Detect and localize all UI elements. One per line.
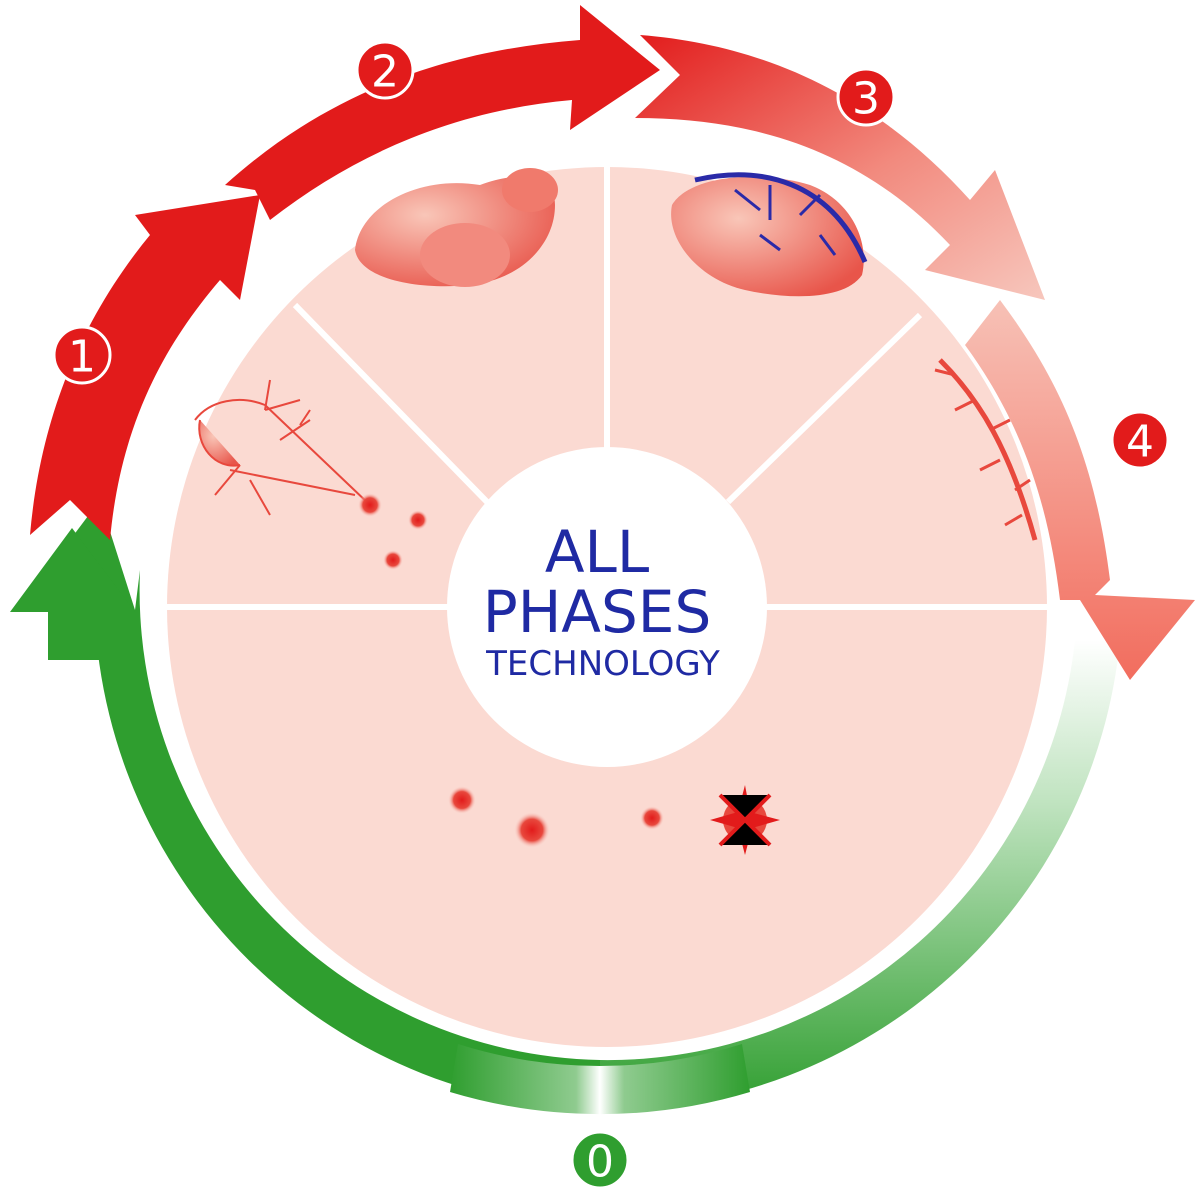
- wedge-illustration-blood-vessel: [934, 358, 1038, 541]
- phase-number-4: 4: [1126, 417, 1154, 468]
- phase-number-0: 0: [586, 1137, 614, 1188]
- spiky-cell: [710, 785, 780, 855]
- wedge-illustration-tissue-lump: [355, 168, 558, 287]
- phase-number-1: 1: [68, 332, 96, 383]
- phase-number-3: 3: [852, 74, 880, 125]
- wedge-illustration-vascularized-tumor: [671, 172, 868, 297]
- center-title-line2: PHASES: [483, 578, 712, 646]
- phase-badge-4: 4: [1110, 410, 1170, 470]
- center-title-line1: ALL: [545, 518, 649, 586]
- wedge-illustration-neuron: [194, 379, 428, 570]
- green-arrow-phase-0: [10, 500, 1120, 1115]
- center-label: ALL PHASES TECHNOLOGY: [447, 447, 767, 767]
- red-arrows-phases-1-4: [30, 5, 1195, 680]
- phase-badge-0: 0: [570, 1130, 630, 1189]
- wedge-illustration-cells: [448, 785, 780, 855]
- center-title-line3: TECHNOLOGY: [485, 644, 720, 684]
- phase-number-2: 2: [371, 47, 399, 98]
- phase-badge-2: 2: [355, 40, 415, 100]
- phase-badge-1: 1: [52, 325, 112, 385]
- phase-badge-3: 3: [836, 67, 896, 127]
